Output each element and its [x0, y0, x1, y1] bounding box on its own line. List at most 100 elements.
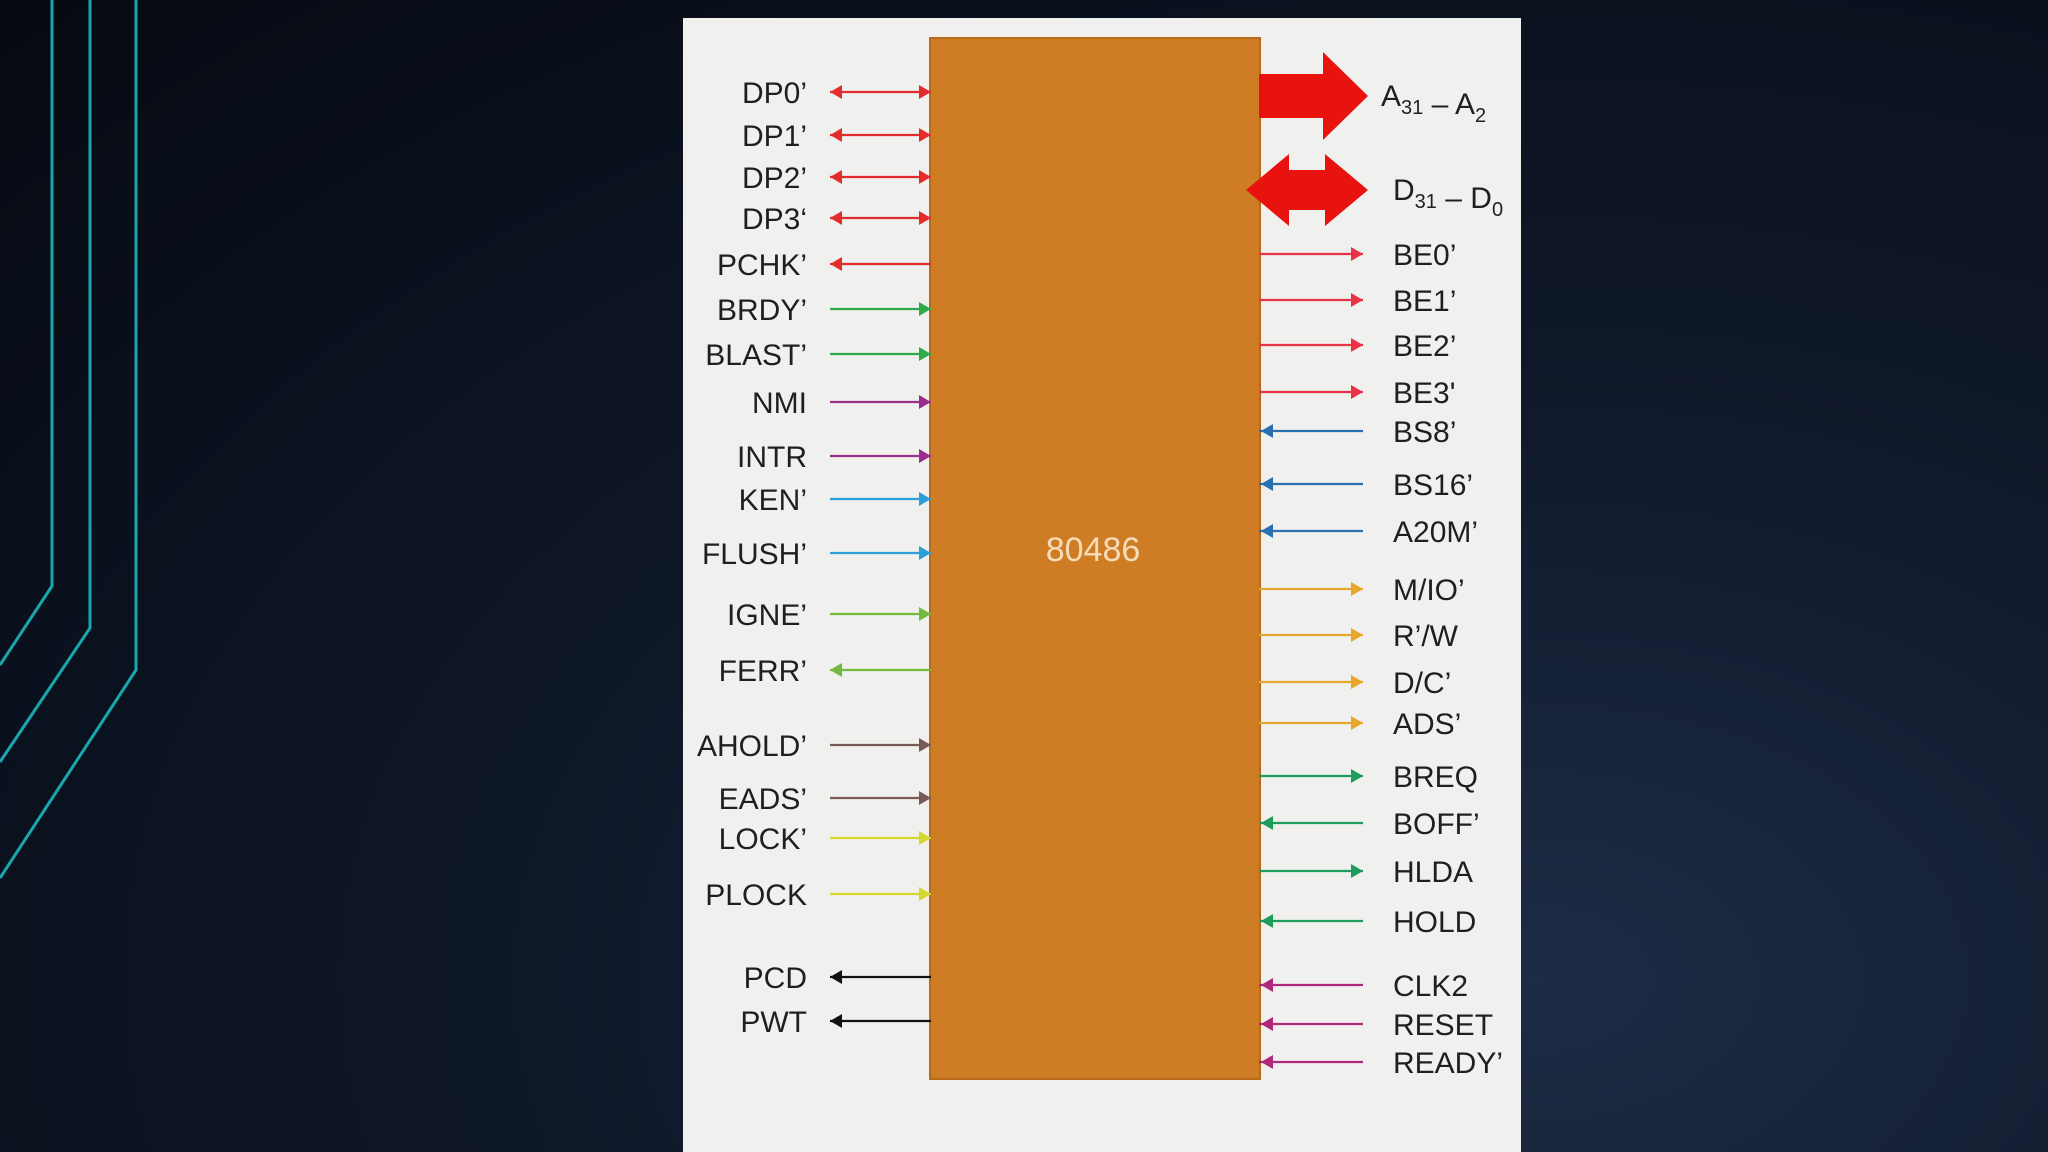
pin-be2-arrowhead-out: [1351, 338, 1363, 352]
pin-hlda-label: HLDA: [1393, 856, 1473, 889]
pin-breq-arrowhead-out: [1351, 769, 1363, 783]
pin-brdy-label: BRDY’: [717, 294, 807, 327]
pin-ready-label: READY’: [1393, 1047, 1503, 1080]
pin-bs8: BS8’: [1259, 416, 1456, 449]
pin-pwt-label: PWT: [740, 1006, 807, 1039]
pin-pcd-arrowhead-out: [830, 970, 842, 984]
bus-d31-d0: D31 – D0: [1246, 154, 1503, 226]
pin-plock-arrowhead-in: [919, 887, 931, 901]
pin-dp3: DP3‘: [742, 203, 931, 236]
bus-a31-a2-arrow: [1259, 52, 1368, 140]
pin-intr: INTR: [737, 441, 931, 474]
pin-a20m-label: A20M’: [1393, 516, 1478, 549]
pin-a20m: A20M’: [1259, 516, 1478, 549]
pin-lock: LOCK’: [719, 823, 931, 856]
chip-label: 80486: [1046, 531, 1141, 569]
pin-dp1-arrowhead-out: [830, 128, 842, 142]
pin-hold-label: HOLD: [1393, 906, 1476, 939]
pin-be1-label: BE1’: [1393, 285, 1456, 318]
pin-flush-arrowhead-in: [919, 546, 931, 560]
pin-reset: RESET: [1259, 1009, 1493, 1042]
pin-be1: BE1’: [1259, 285, 1456, 318]
pin-bs16-arrowhead-in: [1261, 477, 1273, 491]
pin-ferr: FERR’: [719, 655, 931, 688]
pin-m-io-label: M/IO’: [1393, 574, 1465, 607]
pin-breq: BREQ: [1259, 761, 1478, 794]
pin-igne: IGNE’: [727, 599, 931, 632]
pin-dp1-arrowhead-in: [919, 128, 931, 142]
pin-hold-arrowhead-in: [1261, 914, 1273, 928]
pin-r-w-arrowhead-out: [1351, 628, 1363, 642]
pin-be2-label: BE2’: [1393, 330, 1456, 363]
pin-bs16-label: BS16’: [1393, 469, 1473, 502]
pin-dp2: DP2’: [742, 162, 931, 195]
pin-ads-arrowhead-out: [1351, 716, 1363, 730]
pin-clk2: CLK2: [1259, 970, 1468, 1003]
pin-intr-label: INTR: [737, 441, 807, 474]
pin-clk2-label: CLK2: [1393, 970, 1468, 1003]
pin-boff-arrowhead-in: [1261, 816, 1273, 830]
pin-eads-arrowhead-in: [919, 791, 931, 805]
pin-pwt: PWT: [740, 1006, 931, 1039]
pin-clk2-arrowhead-in: [1261, 978, 1273, 992]
pin-be1-arrowhead-out: [1351, 293, 1363, 307]
pin-eads-label: EADS’: [719, 783, 807, 816]
pin-plock-label: PLOCK: [705, 879, 807, 912]
pin-be3-label: BE3': [1393, 377, 1455, 410]
left-pins-group: DP0’DP1’DP2’DP3‘PCHK’BRDY’BLAST’NMIINTRK…: [697, 77, 931, 1039]
pin-pcd-label: PCD: [744, 962, 807, 995]
pin-reset-label: RESET: [1393, 1009, 1493, 1042]
pin-ferr-arrowhead-out: [830, 663, 842, 677]
pin-be0-label: BE0’: [1393, 239, 1456, 272]
pin-pchk-label: PCHK’: [717, 249, 807, 282]
pin-hlda: HLDA: [1259, 856, 1473, 889]
pin-be3: BE3': [1259, 377, 1455, 410]
pin-blast-label: BLAST’: [705, 339, 807, 372]
deco-line-3: [0, 0, 138, 879]
pin-pcd: PCD: [744, 962, 931, 995]
pin-ferr-label: FERR’: [719, 655, 807, 688]
pin-igne-arrowhead-in: [919, 607, 931, 621]
pin-nmi-arrowhead-in: [919, 395, 931, 409]
pin-boff: BOFF’: [1259, 808, 1480, 841]
bus-a31-a2: A31 – A2: [1259, 52, 1486, 140]
chip-body: [929, 37, 1261, 1080]
pin-reset-arrowhead-in: [1261, 1017, 1273, 1031]
pin-lock-label: LOCK’: [719, 823, 807, 856]
pin-dp0-arrowhead-in: [919, 85, 931, 99]
pin-dp0-label: DP0’: [742, 77, 807, 110]
pin-be2: BE2’: [1259, 330, 1456, 363]
right-pins-group: BE0’BE1’BE2’BE3'BS8’BS16’A20M’M/IO’R’/WD…: [1259, 239, 1503, 1080]
pin-pwt-arrowhead-out: [830, 1014, 842, 1028]
pin-intr-arrowhead-in: [919, 449, 931, 463]
deco-line-1: [0, 0, 54, 666]
pin-ads-label: ADS’: [1393, 708, 1461, 741]
pin-ads: ADS’: [1259, 708, 1461, 741]
pin-flush-label: FLUSH’: [702, 538, 807, 571]
pin-plock: PLOCK: [705, 879, 931, 912]
pin-hold: HOLD: [1259, 906, 1476, 939]
bus-d31-d0-arrow: [1246, 154, 1368, 226]
pin-pchk: PCHK’: [717, 249, 931, 282]
pin-eads: EADS’: [719, 783, 931, 816]
pin-dp0: DP0’: [742, 77, 931, 110]
buses-group: A31 – A2 D31 – D0: [1246, 52, 1503, 226]
pin-d-c-arrowhead-out: [1351, 675, 1363, 689]
pin-dp3-label: DP3‘: [742, 203, 807, 236]
pin-nmi-label: NMI: [752, 387, 807, 420]
pin-breq-label: BREQ: [1393, 761, 1478, 794]
deco-line-2: [0, 0, 92, 763]
pin-be0-arrowhead-out: [1351, 247, 1363, 261]
pin-ready-arrowhead-in: [1261, 1055, 1273, 1069]
pin-ready: READY’: [1259, 1047, 1503, 1080]
pin-r-w-label: R’/W: [1393, 620, 1459, 653]
pin-brdy: BRDY’: [717, 294, 931, 327]
pin-lock-arrowhead-in: [919, 831, 931, 845]
pin-bs8-label: BS8’: [1393, 416, 1456, 449]
pin-be0: BE0’: [1259, 239, 1456, 272]
pin-m-io-arrowhead-out: [1351, 582, 1363, 596]
pin-ken-label: KEN’: [739, 484, 807, 517]
pin-ahold-arrowhead-in: [919, 738, 931, 752]
